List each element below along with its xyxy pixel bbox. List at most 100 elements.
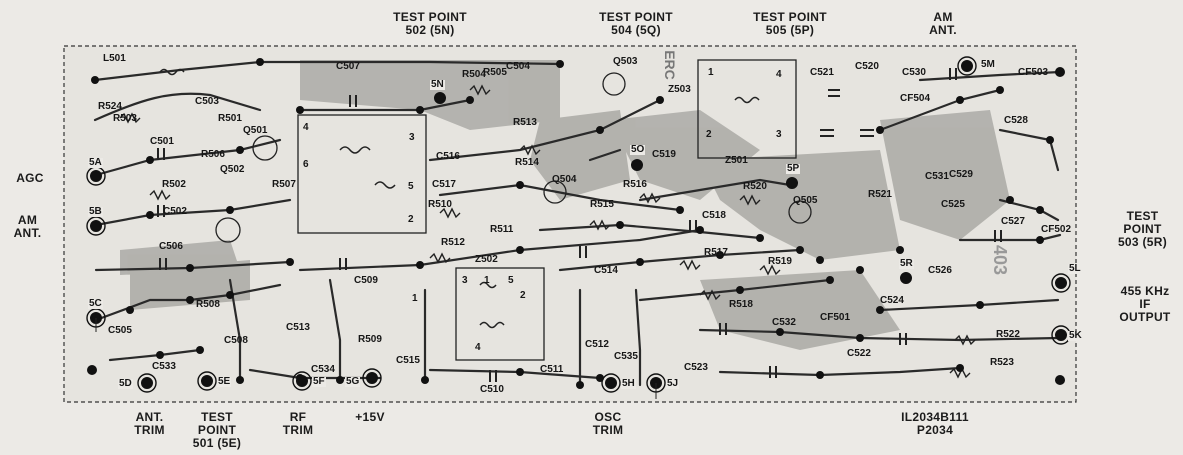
marking-5d: 5D	[118, 378, 133, 389]
marking-5k: 5K	[1068, 330, 1083, 341]
component-label: C515	[396, 355, 420, 366]
copper-areas	[120, 60, 1010, 350]
component-outlines	[215, 59, 812, 361]
label-test-point-501: TEST POINT 501 (5E)	[182, 411, 252, 450]
component-label: C518	[702, 210, 726, 221]
component-label: R519	[768, 256, 792, 267]
component-label: R524	[98, 101, 122, 112]
component-label: R514	[515, 157, 539, 168]
component-label: C504	[506, 61, 530, 72]
component-label: R502	[162, 179, 186, 190]
label-line: AM	[933, 10, 953, 24]
component-label: C521	[810, 67, 834, 78]
label-line: AM	[17, 213, 38, 227]
label-line: ANT.	[929, 23, 957, 37]
label-line: 502 (5N)	[405, 23, 455, 37]
label-osc-trim: OSC TRIM	[583, 411, 633, 437]
component-label: C535	[614, 351, 638, 362]
z501-pin: 1	[412, 293, 418, 304]
component-label: R501	[218, 113, 242, 124]
label-test-point-502: TEST POINT 502 (5N)	[385, 11, 475, 37]
capacitor-symbols	[157, 68, 1002, 382]
component-label: R505	[483, 67, 507, 78]
label-am-ant-left: AM ANT.	[5, 214, 50, 240]
label-line: POINT	[197, 423, 237, 437]
component-label: C507	[336, 61, 360, 72]
component-label: R509	[358, 334, 382, 345]
z502-pin: 3	[462, 275, 468, 286]
component-label: C508	[224, 335, 248, 346]
label-rf-trim: RF TRIM	[278, 411, 318, 437]
z502-pin: 2	[520, 290, 526, 301]
label-line: RF	[289, 410, 307, 424]
label-line: TEST POINT	[753, 10, 827, 24]
label-test-point-503: TEST POINT 503 (5R)	[1105, 210, 1180, 249]
component-label: R518	[729, 299, 753, 310]
resistor-symbols	[119, 84, 976, 379]
component-label: C525	[941, 199, 965, 210]
label-line: TRIM	[282, 423, 314, 437]
marking-5p: 5P	[786, 163, 801, 174]
component-label: L501	[103, 53, 126, 64]
component-label: C501	[150, 136, 174, 147]
component-label: R515	[590, 199, 614, 210]
component-label: R523	[990, 357, 1014, 368]
component-label: R504	[462, 69, 486, 80]
marking-5j: 5J	[666, 378, 680, 389]
component-label: C506	[159, 241, 183, 252]
component-label: R522	[996, 329, 1020, 340]
component-label: CF502	[1041, 224, 1072, 235]
component-label: C514	[594, 265, 618, 276]
component-label: C534	[311, 364, 335, 375]
label-am-ant-top: AM ANT.	[918, 11, 968, 37]
component-label: CF503	[1018, 67, 1049, 78]
component-label: R510	[428, 199, 452, 210]
coil-symbols	[159, 68, 760, 329]
component-label: R513	[513, 117, 537, 128]
z503-pin: 1	[708, 67, 714, 78]
z501-pin: 4	[303, 122, 309, 133]
component-label: C511	[540, 364, 564, 375]
component-label: C502	[163, 206, 187, 217]
component-label: R520	[743, 181, 767, 192]
component-label: CF504	[900, 93, 931, 104]
component-label: C505	[108, 325, 132, 336]
label-line: TEST	[201, 410, 233, 424]
label-if-output: 455 KHz IF OUTPUT	[1110, 285, 1180, 324]
label-line: 504 (5Q)	[611, 23, 661, 37]
component-label: R507	[272, 179, 296, 190]
z502-pin: 5	[508, 275, 514, 286]
z503-pin: 4	[776, 69, 782, 80]
component-label: C531	[925, 171, 949, 182]
marking-erc: ERC	[661, 50, 678, 80]
label-line: TEST POINT	[393, 10, 467, 24]
marking-5l: 5L	[1068, 263, 1082, 274]
label-line: 501 (5E)	[192, 436, 242, 450]
test-point-pads	[90, 60, 1067, 389]
marking-5c: 5C	[88, 298, 103, 309]
marking-5m: 5M	[980, 59, 996, 70]
component-label: C503	[195, 96, 219, 107]
component-label: Z502	[475, 254, 498, 265]
component-label: Z501	[725, 155, 748, 166]
marking-5r: 5R	[899, 258, 914, 269]
marking-403: 403	[990, 244, 1011, 276]
label-ant-trim: ANT. TRIM	[127, 411, 172, 437]
marking-5o: 5O	[630, 144, 646, 155]
component-label: Q505	[793, 195, 818, 206]
component-label: C533	[152, 361, 176, 372]
board-outline	[63, 45, 1077, 403]
label-plus15v: +15V	[355, 410, 385, 424]
component-label: R511	[490, 224, 514, 235]
marking-5b: 5B	[88, 206, 103, 217]
label-agc: AGC	[16, 171, 44, 185]
marking-5e: 5E	[217, 376, 232, 387]
z503-pin: 2	[706, 129, 712, 140]
z501-outline	[297, 114, 427, 234]
test-point-rings	[86, 56, 1071, 393]
component-label: C516	[436, 151, 460, 162]
z503-outline	[697, 59, 797, 159]
z501-pin: 2	[408, 214, 414, 225]
z502-pin: 1	[484, 275, 490, 286]
